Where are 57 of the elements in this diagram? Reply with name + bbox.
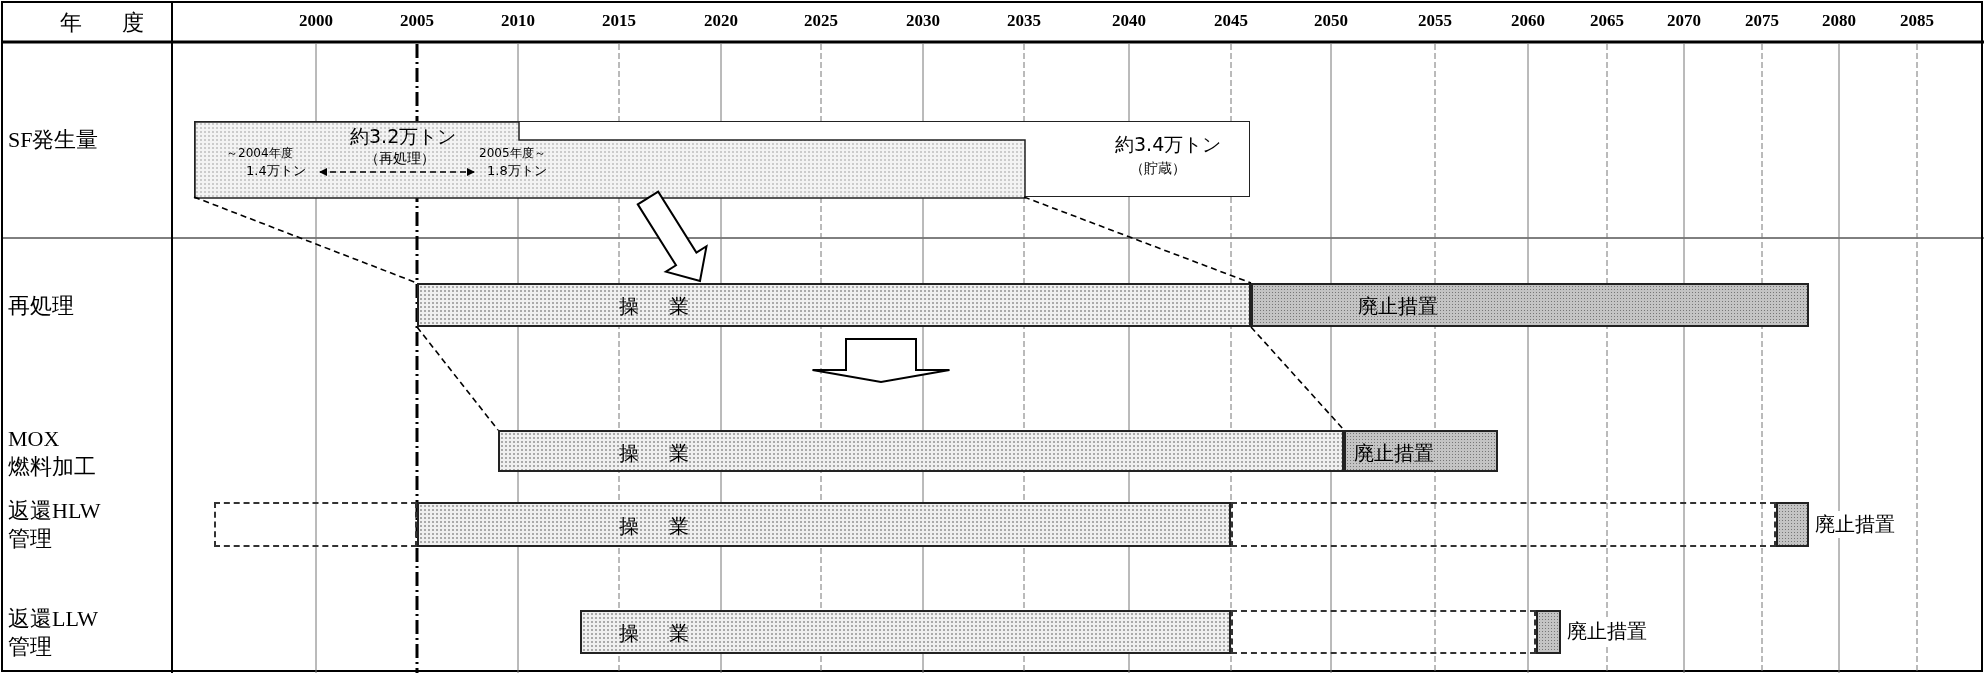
beside-label: 廃止措置: [1815, 511, 1895, 538]
node-sublabel: （再処理）: [365, 150, 435, 168]
block-arrow: [636, 190, 708, 283]
node-label: ～2004年度: [226, 145, 293, 162]
block-arrow: [811, 338, 951, 383]
node-label: 操業: [619, 620, 719, 647]
year-label: 2085: [1899, 11, 1935, 31]
row-label: 返還LLW 管理: [8, 605, 99, 660]
year-label: 2035: [1006, 11, 1042, 31]
node-label: 操業: [619, 293, 719, 320]
node-label: 操業: [619, 440, 719, 467]
decommission-bar: [1344, 430, 1498, 472]
decommission-bar: [1776, 502, 1809, 547]
year-label: 2005: [399, 11, 435, 31]
row-label: 再処理: [8, 292, 74, 320]
operation-bar: [580, 610, 1231, 654]
year-label: 2000: [298, 11, 334, 31]
operation-bar: [417, 283, 1251, 327]
year-label: 2055: [1417, 11, 1453, 31]
row-label: SF発生量: [8, 126, 99, 154]
projection-line: [1250, 326, 1345, 431]
year-label: 2030: [905, 11, 941, 31]
year-label: 2045: [1213, 11, 1249, 31]
year-label: 2065: [1589, 11, 1625, 31]
operation-bar: [498, 430, 1344, 472]
decommission-bar: [1251, 283, 1809, 327]
beside-label: 廃止措置: [1567, 618, 1647, 645]
arrow: [319, 168, 475, 176]
year-label: 2015: [601, 11, 637, 31]
node-label: 約3.4万トン: [1115, 132, 1222, 157]
node-sublabel: 1.8万トン: [487, 162, 547, 180]
shaded-region: [195, 122, 1025, 198]
year-label: 2070: [1666, 11, 1702, 31]
projection-line: [1023, 196, 1252, 284]
year-label: 2040: [1111, 11, 1147, 31]
node-label: 廃止措置: [1358, 293, 1438, 320]
year-label: 2025: [803, 11, 839, 31]
year-label: 2060: [1510, 11, 1546, 31]
row-label: 返還HLW 管理: [8, 497, 102, 552]
node-sublabel: 1.4万トン: [246, 162, 306, 180]
quantity-box: [194, 121, 1250, 197]
node-label: 約3.2万トン: [350, 124, 457, 149]
projection-line: [416, 326, 499, 431]
year-label: 2075: [1744, 11, 1780, 31]
column-header: 年度: [59, 9, 152, 37]
dashed-box: [1231, 502, 1776, 547]
year-label: 2080: [1821, 11, 1857, 31]
node-sublabel: （貯蔵）: [1130, 160, 1186, 178]
node-label: 2005年度～: [479, 145, 546, 162]
node-label: 操業: [619, 513, 719, 540]
operation-bar: [417, 502, 1231, 547]
year-label: 2020: [703, 11, 739, 31]
row-label: MOX 燃料加工: [8, 425, 97, 480]
decommission-bar: [1536, 610, 1561, 654]
year-label: 2050: [1313, 11, 1349, 31]
node-label: 廃止措置: [1354, 440, 1434, 467]
year-label: 2010: [500, 11, 536, 31]
